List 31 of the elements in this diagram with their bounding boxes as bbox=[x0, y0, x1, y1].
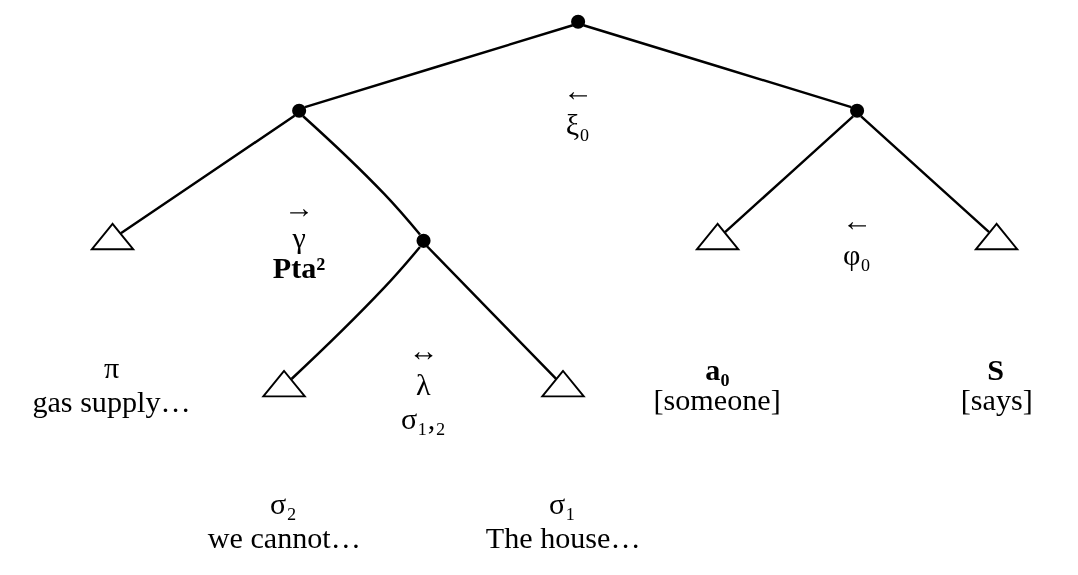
node-label: ↔ bbox=[408, 334, 439, 369]
connector bbox=[583, 24, 852, 109]
node-label: → bbox=[284, 190, 315, 225]
node-circle bbox=[416, 233, 431, 248]
node-circle bbox=[571, 14, 586, 29]
node-label: ξ₀ bbox=[565, 107, 590, 142]
node-label: σ₁ bbox=[548, 486, 576, 521]
node-label: λ bbox=[416, 368, 431, 403]
node-triangle bbox=[540, 369, 586, 398]
node-label: φ₀ bbox=[842, 237, 871, 272]
node-label: gas supply… bbox=[32, 384, 191, 419]
connector bbox=[860, 115, 990, 234]
node-triangle bbox=[694, 222, 741, 251]
connector bbox=[426, 245, 557, 380]
node-circle bbox=[292, 103, 307, 118]
node-circle bbox=[850, 103, 865, 118]
node-triangle bbox=[89, 222, 136, 251]
connector bbox=[302, 115, 421, 236]
node-label: we cannot… bbox=[207, 520, 361, 555]
node-label: σ₂ bbox=[269, 486, 297, 521]
connector bbox=[724, 115, 854, 234]
node-label: σ₁,₂ bbox=[400, 401, 446, 436]
connector bbox=[120, 114, 296, 235]
node-label: π bbox=[104, 351, 120, 386]
node-triangle bbox=[261, 369, 307, 398]
node-label: The house… bbox=[485, 520, 641, 555]
node-label: ← bbox=[563, 73, 594, 108]
connector bbox=[290, 246, 421, 380]
connector bbox=[304, 24, 574, 109]
node-label: ← bbox=[842, 204, 873, 239]
node-triangle bbox=[973, 222, 1020, 251]
